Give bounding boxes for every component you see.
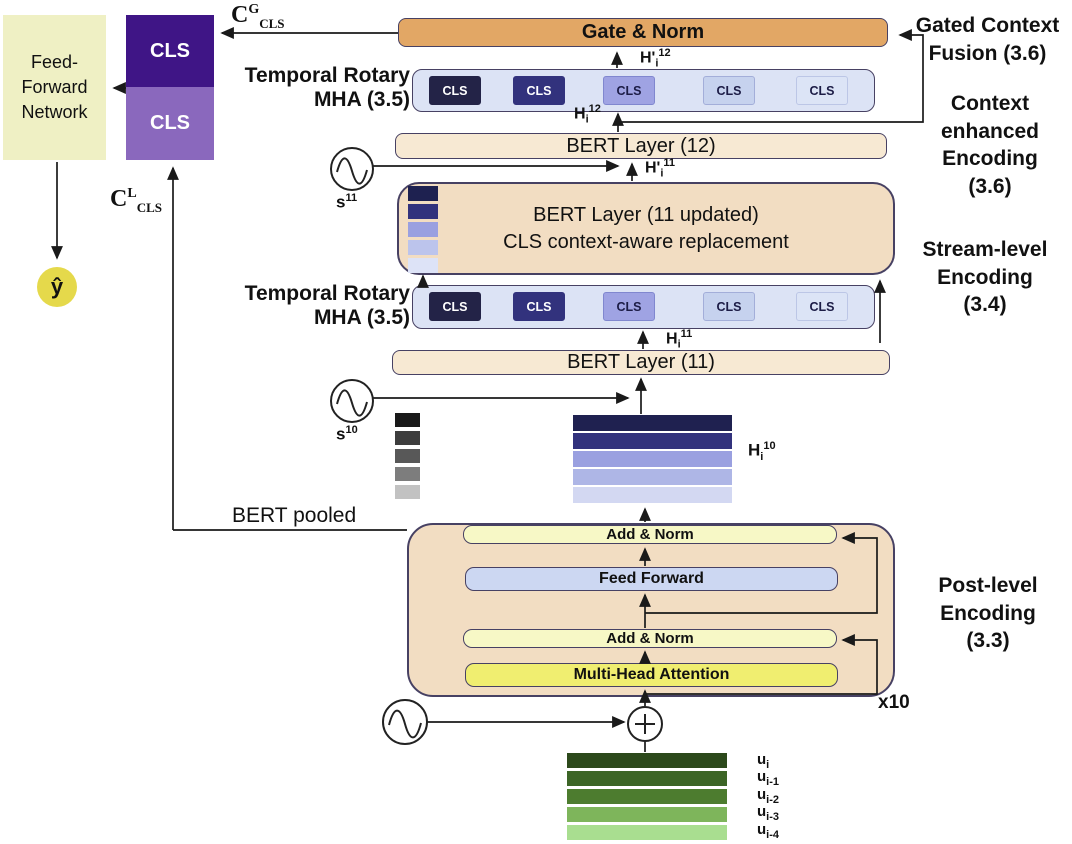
cls-token: CLS: [513, 76, 565, 105]
hidden-state-stack-in-box: [408, 186, 438, 276]
stack-bar: [573, 433, 732, 449]
cls-token: CLS: [429, 76, 481, 105]
temporal-rotary-mha-label-top: Temporal Rotary MHA (3.5): [244, 64, 410, 112]
stack-bar: [395, 413, 420, 427]
cls-token: CLS: [703, 76, 755, 105]
stack-bar: [408, 204, 438, 219]
cls-token: CLS: [513, 292, 565, 321]
cls-token: CLS: [703, 292, 755, 321]
bert-layer-12-bar: BERT Layer (12): [395, 133, 887, 159]
stack-bar: [395, 485, 420, 499]
h12-label: Hi12: [574, 103, 601, 126]
cls-token: CLS: [796, 76, 848, 105]
global-cls-vector-label: CGCLS: [231, 2, 285, 31]
sine-wave-icon: [382, 699, 428, 745]
add-norm-bar-bottom: Add & Norm: [463, 629, 837, 648]
utterance-label: ui-4: [757, 820, 780, 841]
global-cls-box: CLS: [126, 15, 214, 87]
stack-bar: [567, 771, 727, 786]
post-level-encoding-label: Post-level Encoding (3.3): [938, 574, 1038, 653]
bert-pooled-label: BERT pooled: [232, 504, 357, 527]
multi-head-attention-bar: Multi-Head Attention: [465, 663, 838, 687]
stack-bar: [408, 222, 438, 237]
stack-bar: [567, 753, 727, 768]
stack-bar: [573, 469, 732, 485]
feed-forward-network-box: Feed- Forward Network: [3, 15, 106, 160]
stack-bar: [567, 825, 727, 840]
utterance-label: ui: [757, 751, 770, 771]
temporal-rotary-mha-row-bottom: CLS CLS CLS CLS CLS: [412, 285, 875, 329]
stack-bar: [395, 467, 420, 481]
h10-label: Hi10: [748, 440, 776, 464]
context-enhanced-encoding-label: Context enhanced Encoding (3.6): [940, 92, 1040, 199]
s11-label: s11: [336, 192, 358, 212]
utterance-label: ui-3: [757, 803, 780, 824]
local-cls-box: CLS: [126, 87, 214, 160]
gate-and-norm-bar: Gate & Norm: [398, 18, 888, 47]
stack-bar: [573, 415, 732, 431]
gated-context-fusion-label: Gated Context Fusion (3.6): [915, 14, 1060, 65]
stack-bar: [573, 451, 732, 467]
bert-layer-11-updated-box: BERT Layer (11 updated) CLS context-awar…: [397, 182, 895, 275]
rotary-signal-gradient-stack: [395, 413, 420, 503]
x10-repeat-label: x10: [878, 692, 910, 713]
local-cls-vector-label: CLCLS: [110, 186, 162, 215]
stack-bar: [573, 487, 732, 503]
h10-hidden-state-stack: [573, 415, 732, 505]
s10-label: s10: [336, 424, 358, 444]
temporal-rotary-mha-label-bottom: Temporal Rotary MHA (3.5): [244, 282, 410, 330]
temporal-rotary-mha-row-top: CLS CLS CLS CLS CLS: [412, 69, 875, 112]
bert-layer-11-bar: BERT Layer (11): [392, 350, 890, 375]
stack-bar: [408, 186, 438, 201]
add-norm-bar-top: Add & Norm: [463, 525, 837, 544]
stream-level-encoding-label: Stream-level Encoding (3.4): [922, 238, 1048, 317]
stack-bar: [395, 449, 420, 463]
h11-label: Hi11: [666, 328, 693, 351]
utterance-label: ui-1: [757, 768, 780, 789]
cls-token: CLS: [429, 292, 481, 321]
sine-wave-icon: [330, 147, 374, 191]
stack-bar: [408, 240, 438, 255]
stack-bar: [395, 431, 420, 445]
utterance-label: ui-2: [757, 785, 780, 806]
cls-token: CLS: [603, 76, 655, 105]
cls-token: CLS: [796, 292, 848, 321]
stack-bar: [567, 807, 727, 822]
stack-bar: [567, 789, 727, 804]
prediction-output-node: ŷ: [37, 267, 77, 307]
sine-wave-icon: [330, 379, 374, 423]
h12-prime-label: H'i12: [640, 47, 671, 70]
utterance-input-stack: [567, 753, 727, 843]
plus-icon: [627, 706, 663, 742]
h11-prime-label: H'i11: [645, 157, 676, 180]
stack-bar: [408, 258, 438, 273]
cls-token: CLS: [603, 292, 655, 321]
feed-forward-bar: Feed Forward: [465, 567, 838, 591]
